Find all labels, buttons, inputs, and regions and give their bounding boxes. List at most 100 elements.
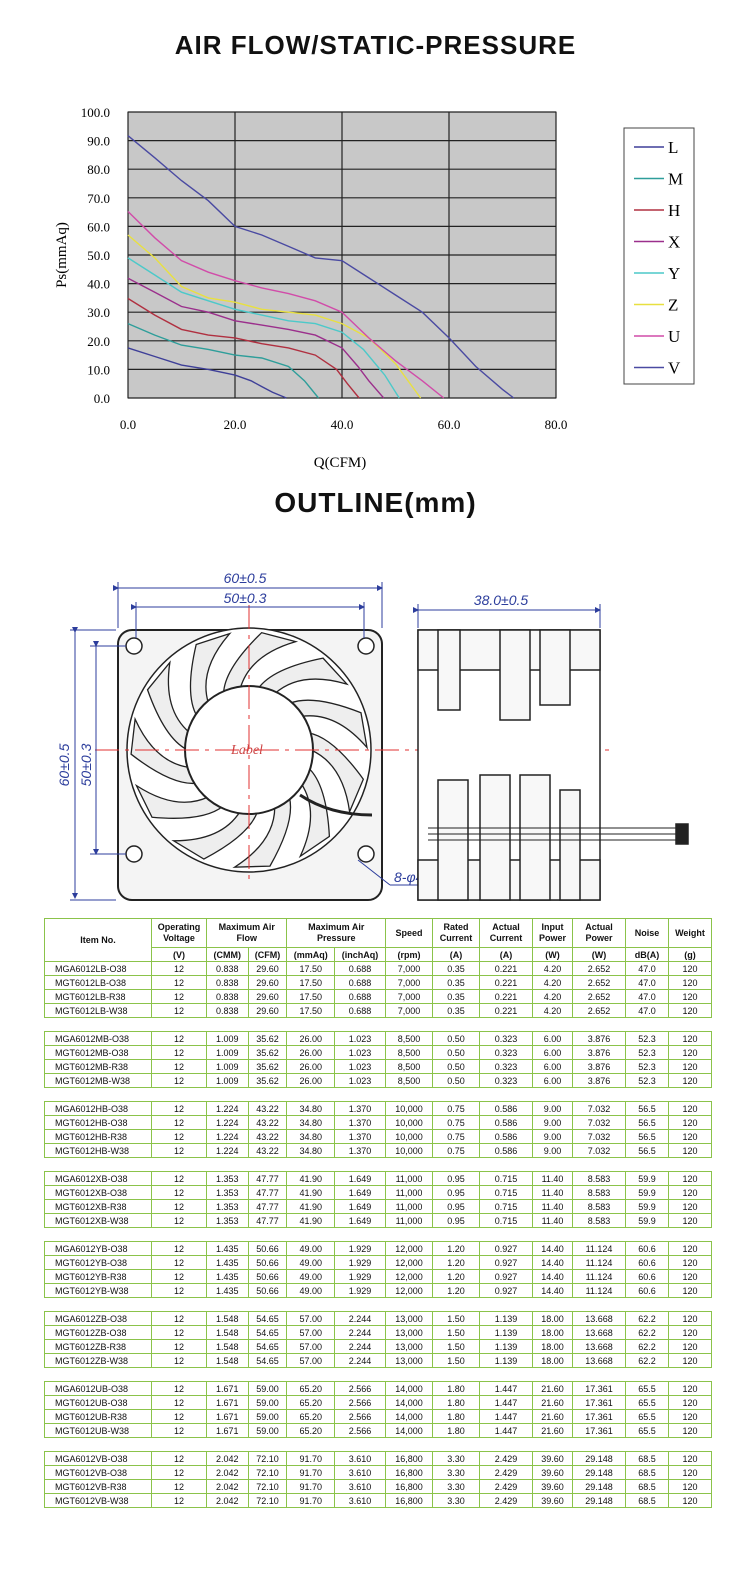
fan-blade [232, 796, 292, 868]
value-cell: 43.22 [247, 1115, 288, 1130]
value-cell: 59.00 [247, 1395, 288, 1410]
mount-hole [357, 845, 375, 863]
unit-row: (V)(CMM)(CFM)(mmAq)(inchAq)(rpm)(A)(A)(W… [45, 947, 712, 962]
value-cell: 50.66 [247, 1269, 288, 1284]
value-cell: 60.6 [625, 1255, 669, 1270]
value-cell: 3.876 [572, 1031, 626, 1046]
value-cell: 0.75 [432, 1101, 480, 1116]
value-cell: 1.447 [479, 1395, 533, 1410]
item-no-cell: MGT6012LB-R38 [44, 989, 152, 1004]
value-cell: 0.927 [479, 1241, 533, 1256]
value-cell: 29.148 [572, 1451, 626, 1466]
value-cell: 3.876 [572, 1073, 626, 1088]
value-cell: 8,500 [385, 1045, 433, 1060]
value-cell: 29.148 [572, 1465, 626, 1480]
fan-blade [130, 716, 198, 785]
value-cell: 8,500 [385, 1073, 433, 1088]
legend-label: M [668, 170, 683, 189]
value-cell: 1.353 [206, 1199, 249, 1214]
value-cell: 0.50 [432, 1073, 480, 1088]
value-cell: 10,000 [385, 1101, 433, 1116]
dimension-lines [70, 582, 601, 901]
value-cell: 54.65 [247, 1311, 288, 1326]
fan-blade [146, 660, 191, 751]
value-cell: 0.927 [479, 1255, 533, 1270]
value-cell: 59.9 [625, 1199, 669, 1214]
value-cell: 0.586 [479, 1115, 533, 1130]
value-cell: 2.244 [334, 1311, 386, 1326]
value-cell: 1.671 [206, 1423, 249, 1438]
value-cell: 72.10 [247, 1493, 288, 1508]
value-cell: 26.00 [286, 1031, 336, 1046]
value-cell: 41.90 [286, 1171, 336, 1186]
value-cell: 72.10 [247, 1479, 288, 1494]
value-cell: 1.548 [206, 1325, 249, 1340]
value-cell: 68.5 [625, 1479, 669, 1494]
value-cell: 120 [668, 1283, 712, 1298]
x-tick-label: 40.0 [331, 417, 354, 432]
value-cell: 1.929 [334, 1269, 386, 1284]
value-cell: 26.00 [286, 1059, 336, 1074]
value-cell: 120 [668, 1143, 712, 1158]
value-cell: 65.5 [625, 1409, 669, 1424]
value-cell: 0.688 [334, 975, 386, 990]
value-cell: 4.20 [532, 989, 573, 1004]
value-cell: 35.62 [247, 1059, 288, 1074]
value-cell: 41.90 [286, 1199, 336, 1214]
value-cell: 12 [151, 975, 207, 990]
value-cell: 0.75 [432, 1143, 480, 1158]
item-no-cell: MGA6012VB-O38 [44, 1451, 152, 1466]
group-spacer [44, 1297, 712, 1312]
value-cell: 35.62 [247, 1031, 288, 1046]
value-cell: 14.40 [532, 1241, 573, 1256]
series-line-X [127, 277, 385, 399]
value-cell: 59.9 [625, 1171, 669, 1186]
value-cell: 0.586 [479, 1143, 533, 1158]
value-cell: 17.50 [286, 961, 336, 976]
value-cell: 11.40 [532, 1171, 573, 1186]
value-cell: 57.00 [286, 1311, 336, 1326]
value-cell: 35.62 [247, 1045, 288, 1060]
value-cell: 0.35 [432, 989, 480, 1004]
value-cell: 57.00 [286, 1325, 336, 1340]
value-cell: 120 [668, 1465, 712, 1480]
value-cell: 120 [668, 1451, 712, 1466]
value-cell: 120 [668, 1101, 712, 1116]
value-cell: 1.009 [206, 1031, 249, 1046]
value-cell: 12,000 [385, 1255, 433, 1270]
item-no-cell: MGT6012ZB-R38 [44, 1339, 152, 1354]
item-no-cell: MGT6012LB-O38 [44, 975, 152, 990]
value-cell: 7.032 [572, 1143, 626, 1158]
value-cell: 12 [151, 1493, 207, 1508]
value-cell: 47.77 [247, 1213, 288, 1228]
value-cell: 3.610 [334, 1493, 386, 1508]
value-cell: 120 [668, 1031, 712, 1046]
unit-cell: (inchAq) [334, 947, 386, 962]
value-cell: 50.66 [247, 1283, 288, 1298]
value-cell: 62.2 [625, 1339, 669, 1354]
value-cell: 6.00 [532, 1059, 573, 1074]
value-cell: 120 [668, 1045, 712, 1060]
value-cell: 3.610 [334, 1451, 386, 1466]
col-item-no: Item No. [44, 918, 152, 962]
value-cell: 0.75 [432, 1129, 480, 1144]
header-row: Item No. Operating Voltage Maximum Air F… [44, 918, 712, 962]
value-cell: 12 [151, 1199, 207, 1214]
value-cell: 12 [151, 1381, 207, 1396]
value-cell: 11.40 [532, 1213, 573, 1228]
value-cell: 56.5 [625, 1115, 669, 1130]
mount-holes [125, 637, 375, 863]
value-cell: 2.042 [206, 1465, 249, 1480]
value-cell: 12,000 [385, 1241, 433, 1256]
spacer-cell [44, 1437, 712, 1452]
value-cell: 1.80 [432, 1409, 480, 1424]
value-cell: 35.62 [247, 1073, 288, 1088]
value-cell: 62.2 [625, 1353, 669, 1368]
item-no-cell: MGA6012LB-O38 [44, 961, 152, 976]
value-cell: 0.688 [334, 1003, 386, 1018]
